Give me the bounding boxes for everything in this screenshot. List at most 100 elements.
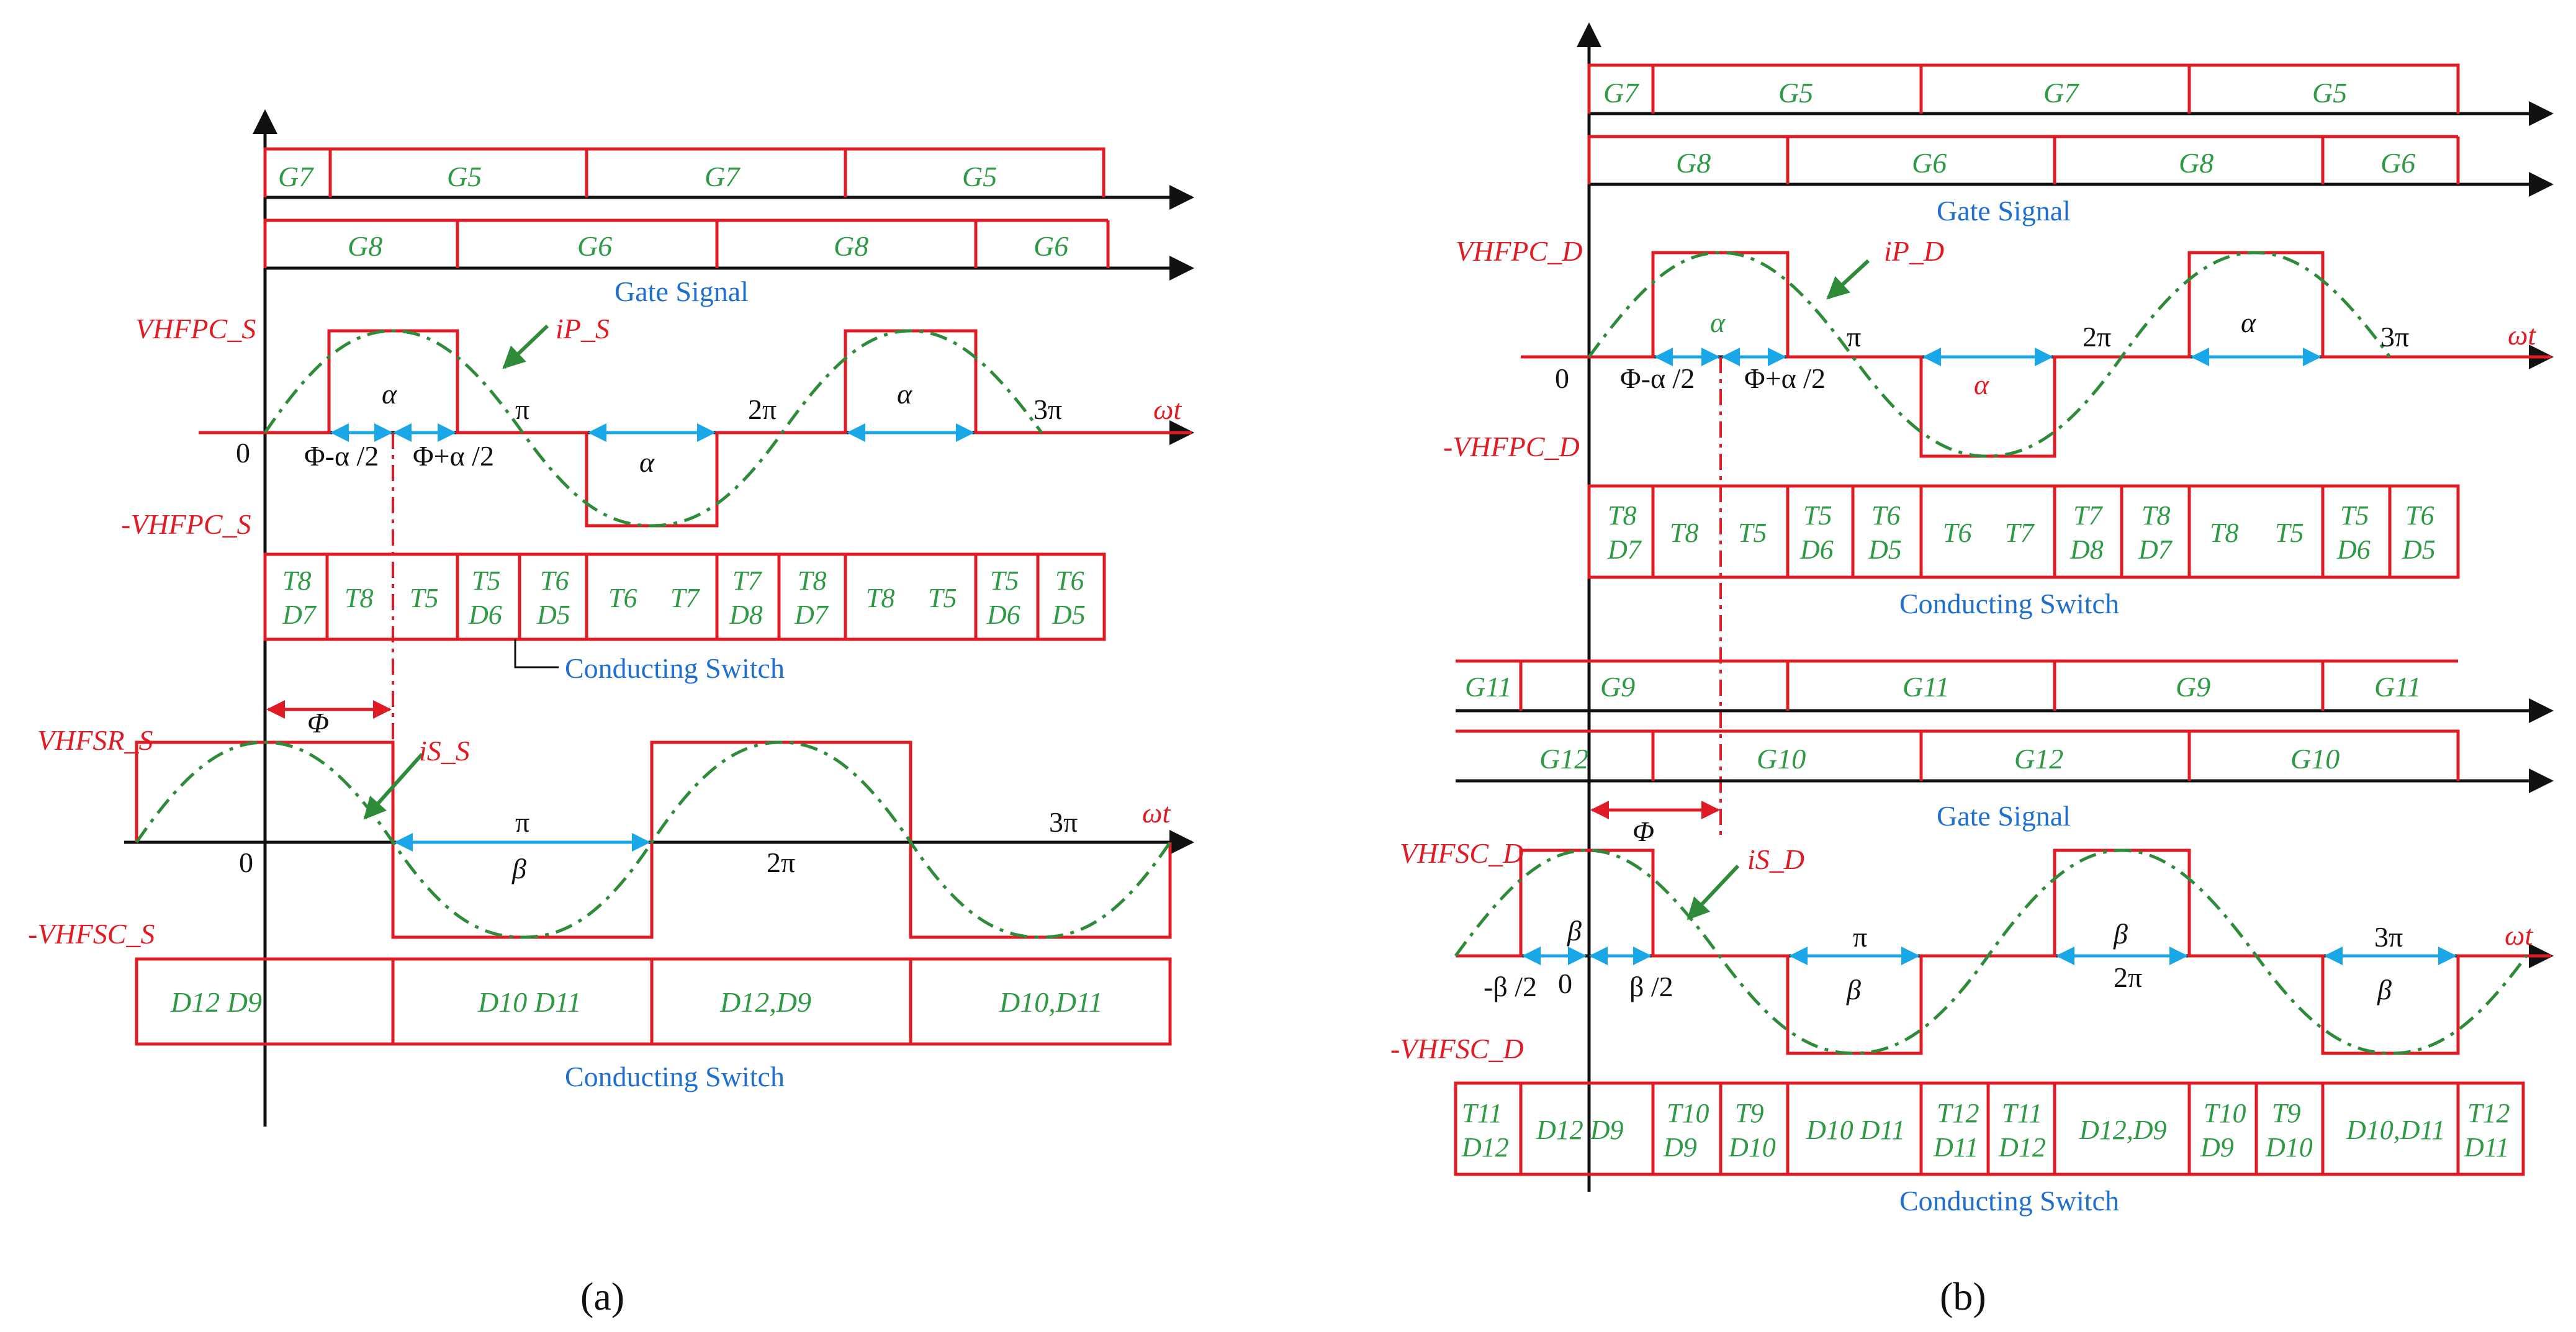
a-pi-b-label: π [515,806,529,838]
a-primary-current [263,329,1043,528]
panel-a-text-2: Conducting Switch Φ VHFSR_S -VHFSC_S iS_… [28,652,1171,1318]
b-ct-6: T7 [2005,518,2035,548]
b-2pi-label: 2π [2083,321,2111,353]
b-cb-7: D12,D9 [2079,1115,2167,1145]
b-ct-9: T8 [2210,518,2238,548]
a-v-neg-label: -VHFPC_S [121,508,251,540]
a-conducting-label-bottom: Conducting Switch [565,1061,785,1092]
a-ct-3a: T5 [472,565,500,596]
b-gate-G7-2: G7 [2043,77,2079,109]
b-ct-11a: T5 [2340,500,2369,531]
a-conducting-label-top: Conducting Switch [565,652,785,684]
b-conducting-bottom-cells: T11 D12 D12 D9 T10 D9 T9 D10 D10 D11 T12… [1461,1098,2510,1163]
b-minus-beta-half: -β /2 [1484,971,1537,1002]
a-ct-7b: D8 [729,600,763,630]
a-ct-8a: T8 [798,565,826,596]
b-cb-3a: T9 [1735,1098,1763,1128]
b-gate-signal-label: Gate Signal [1937,195,2071,227]
b-gate-G6-2: G6 [2380,147,2415,179]
b-cb-9a: T9 [2272,1098,2300,1128]
a-ct-2: T5 [410,583,438,613]
b-gate-G10-1: G10 [1757,743,1806,775]
b-beta-3: β [2113,918,2128,950]
b-gate-G11-1: G11 [1465,671,1512,703]
b-cb-4: D10 D11 [1806,1115,1905,1145]
b-gate-G5-2: G5 [2312,77,2347,109]
b-gate-G12-2: G12 [2014,743,2063,775]
b-alpha-2: α [1974,369,1989,400]
a-2pi-label: 2π [748,394,777,425]
b-3pi-b-label: 3π [2374,921,2403,953]
a-gate-G7-2: G7 [705,161,741,192]
b-wt-b-label: ωt [2505,919,2533,951]
b-gate-G6-1: G6 [1912,147,1947,179]
caption-b: (b) [1940,1274,1986,1318]
b-primary-current [1587,251,2392,458]
a-gate-G6-1: G6 [577,230,612,262]
b-secondary-current [1454,848,2528,1055]
panel-a-text: G7 G5 G7 G5 G8 G6 G8 G6 Gate Signal VHFP… [121,161,1182,540]
b-ct-12a: T6 [2405,500,2434,531]
b-ct-8b: D7 [2138,534,2173,565]
a-cb-1: D10 D11 [477,986,582,1018]
b-ct-12b: D5 [2402,534,2436,565]
panel-b-text-2: Conducting Switch G11 G9 G11 G9 G11 G12 … [1390,588,2533,1064]
b-v-pos-label: VHFPC_D [1456,235,1582,267]
b-gate-G11-2: G11 [1903,671,1950,703]
a-ct-12b: D5 [1052,600,1086,630]
b-ct-7b: D8 [2069,534,2104,565]
b-ct-5: T6 [1943,518,1971,548]
b-wt-label: ωt [2508,319,2536,351]
b-cb-0a: T11 [1462,1098,1502,1128]
b-gate-G8-1: G8 [1676,147,1711,179]
b-beta-4: β [2377,974,2392,1006]
a-2pi-b-label: 2π [767,847,795,878]
b-cb-10: D10,D11 [2346,1115,2445,1145]
a-primary-square [199,329,1192,528]
b-ct-4a: T6 [1871,500,1900,531]
b-zero-b-label: 0 [1558,968,1572,999]
a-phi-label: Φ [307,707,329,739]
a-conducting-top-cells: T8 D7 T8 T5 T5 D6 T6 D5 T6 T7 T7 D8 T8 D… [282,565,1086,630]
b-phi-plus-label: Φ+α /2 [1744,362,1826,394]
b-conducting-table-top [1587,484,2460,579]
a-ct-4b: D5 [536,600,570,630]
b-beta-2: β [1846,974,1861,1006]
a-v-pos-label: VHFPC_S [135,313,256,344]
a-alpha-3: α [897,378,912,410]
a-alpha-1: α [382,378,397,410]
b-is-pointer [1687,864,1740,920]
b-pi-label: π [1847,321,1861,353]
a-ct-1: T8 [345,583,373,613]
b-gate-G9-2: G9 [2176,671,2210,703]
a-zero-b-label: 0 [239,847,253,878]
b-is-label: iS_D [1747,844,1804,875]
a-ct-9: T8 [866,583,894,613]
a-ct-6: T7 [670,583,700,613]
b-ct-3a: T5 [1803,500,1832,531]
a-gate-G8-2: G8 [834,230,868,262]
a-ct-4a: T6 [540,565,569,596]
a-wt-label: ωt [1153,394,1182,425]
b-ct-3b: D6 [1799,534,1834,565]
a-ct-0a: T8 [282,565,311,596]
b-cb-2b: D9 [1663,1132,1697,1163]
b-cb-3b: D10 [1728,1132,1776,1163]
b-gate-signal-label-2: Gate Signal [1937,800,2071,832]
b-gate-G12-1: G12 [1539,743,1588,775]
a-ct-0b: D7 [282,600,317,630]
a-zero-label: 0 [236,437,250,469]
panel-a [124,109,1194,1127]
a-is-label: iS_S [419,735,470,767]
b-ct-11b: D6 [2336,534,2371,565]
a-ct-12a: T6 [1055,565,1084,596]
b-gate-G7-1: G7 [1603,77,1639,109]
a-cb-0: D12 D9 [170,986,262,1018]
a-phi-minus-label: Φ-α /2 [304,440,379,472]
b-alpha-1: α [1710,307,1726,338]
b-gate-G11-3: G11 [2374,671,2421,703]
b-ip-label: iP_D [1884,235,1944,267]
b-vs-neg-label: -VHFSC_D [1390,1033,1524,1064]
a-beta-label: β [511,853,526,884]
a-ip-label: iP_S [556,313,610,344]
